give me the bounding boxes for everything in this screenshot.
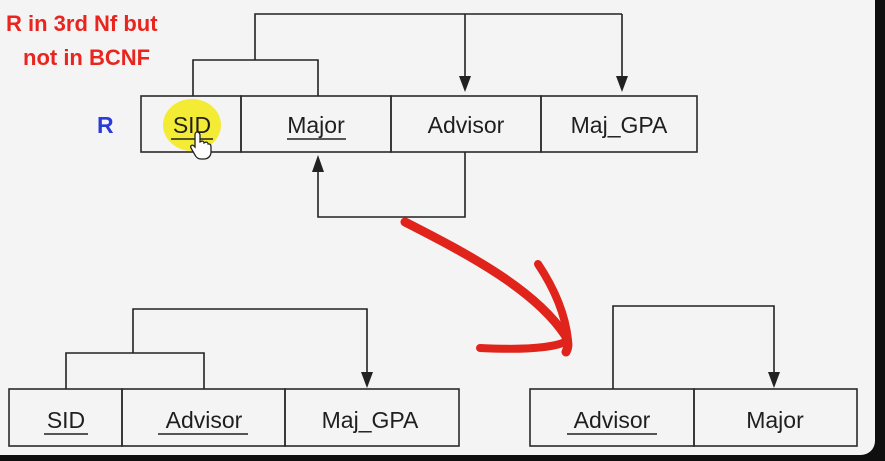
arrow-head-advisor [459, 76, 471, 92]
decomposition-arrow [400, 217, 573, 357]
r-dependency-lines [192, 13, 628, 218]
right-label-major: Major [746, 407, 804, 433]
right-label-advisor: Advisor [574, 407, 651, 433]
arrow-head-right-major [768, 372, 780, 388]
r-label-sid: SID [173, 112, 211, 138]
right-dependency-lines [612, 305, 780, 389]
r-label-advisor: Advisor [428, 112, 505, 138]
arrow-head-major [312, 155, 324, 172]
annotation-line-2: not in BCNF [23, 45, 150, 70]
relation-left-table: SID Advisor Maj_GPA [8, 388, 460, 447]
annotation-line-1: R in 3rd Nf but [6, 11, 158, 36]
arrow-head-left-majgpa [361, 372, 373, 388]
r-cell-majgpa [540, 95, 698, 153]
left-label-advisor: Advisor [166, 407, 243, 433]
sid-highlight [163, 99, 221, 151]
hand-pointer-icon [190, 131, 212, 160]
relation-r-name: R [97, 112, 114, 138]
left-cell-majgpa [284, 388, 460, 447]
relation-right-table: Advisor Major [529, 388, 858, 447]
left-label-majgpa: Maj_GPA [322, 407, 419, 433]
r-label-majgpa: Maj_GPA [571, 112, 668, 138]
relation-r-labels: SID Major Advisor Maj_GPA [171, 112, 668, 140]
left-label-sid: SID [47, 407, 85, 433]
r-label-major: Major [287, 112, 345, 138]
left-dependency-lines [65, 308, 373, 389]
normalization-diagram: SID Major Advisor Maj_GPA R R in 3rd Nf … [6, 11, 858, 447]
slide-canvas: SID Major Advisor Maj_GPA R R in 3rd Nf … [0, 0, 875, 455]
arrow-head-majgpa [616, 76, 628, 92]
relation-r-table [140, 95, 698, 153]
right-cell-major [693, 388, 858, 447]
